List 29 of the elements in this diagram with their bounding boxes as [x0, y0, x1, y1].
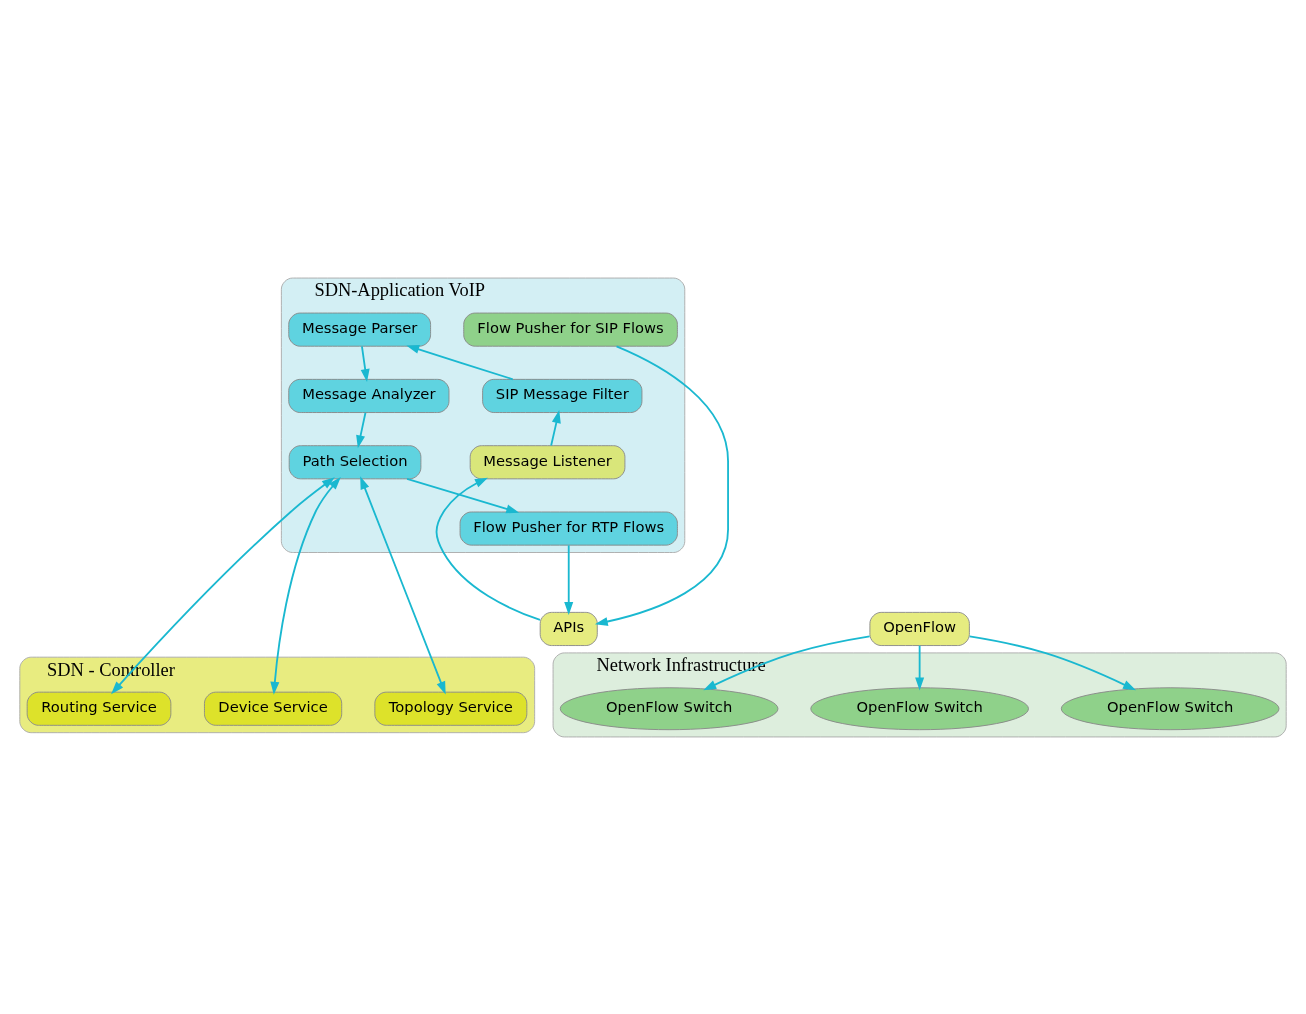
node-box: SIP Message Filter: [482, 378, 643, 413]
node-box: Routing Service: [26, 691, 172, 726]
arrow: [356, 411, 367, 448]
arrow: [915, 644, 925, 690]
arrow: [360, 345, 370, 382]
arrow: [968, 634, 1136, 690]
node-box: OpenFlow: [869, 611, 970, 646]
arrow: [564, 543, 574, 615]
arrow: [360, 475, 446, 695]
node-ellipse: OpenFlow Switch: [1060, 686, 1280, 730]
node-box: Topology Service: [374, 691, 528, 726]
arrow: [111, 476, 335, 694]
arrow: [594, 344, 729, 626]
arrow: [406, 477, 520, 513]
node-box: Device Service: [204, 691, 343, 726]
arrow: [550, 409, 561, 446]
node-box: Message Parser: [288, 312, 432, 347]
node-box: Flow Pusher for RTP Flows: [459, 511, 678, 546]
node-box: Flow Pusher for SIP Flows: [463, 312, 678, 347]
arrow: [270, 476, 341, 695]
node-ellipse: OpenFlow Switch: [559, 686, 779, 730]
node-box: Message Analyzer: [288, 378, 450, 413]
node-box: APIs: [539, 611, 598, 646]
node-box: Message Listener: [469, 444, 626, 479]
node-ellipse: OpenFlow Switch: [810, 686, 1029, 730]
arrow: [703, 634, 871, 690]
arrow: [406, 344, 514, 380]
arrow: [435, 477, 541, 621]
node-box: Path Selection: [288, 444, 422, 479]
